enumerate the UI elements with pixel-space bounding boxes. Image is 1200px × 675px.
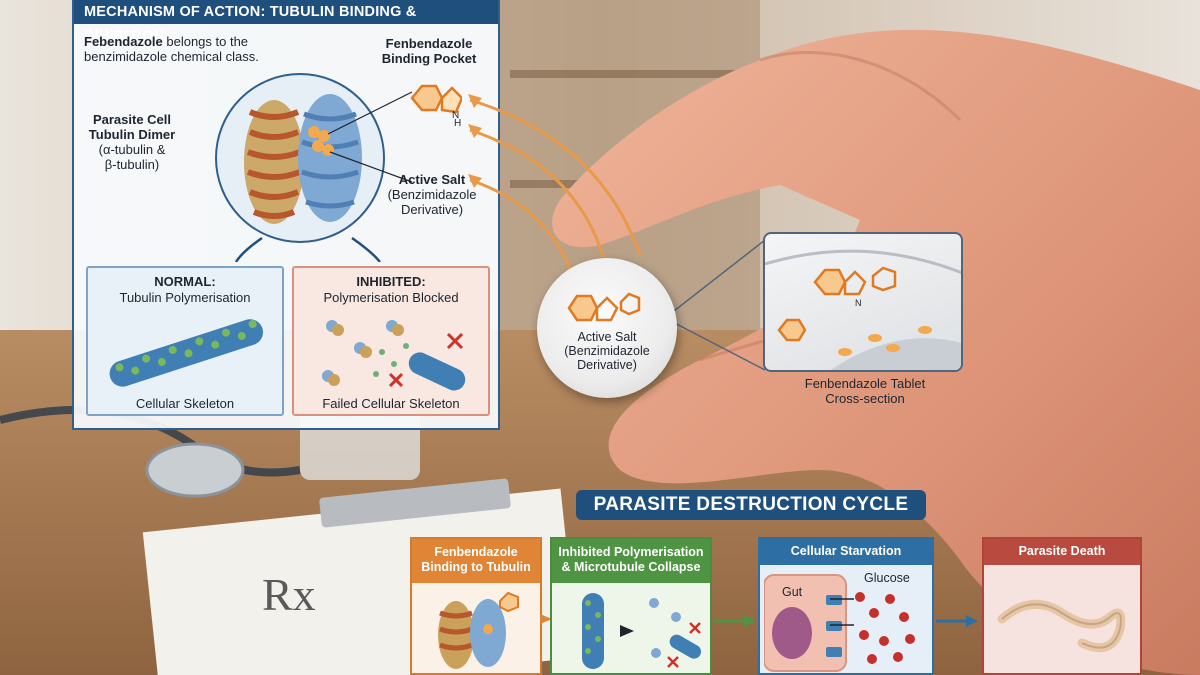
salt-label: Active Salt (Benzimidazole Derivative) [372,172,492,217]
salt-label-line: Active Salt [398,172,466,187]
stage-label-line: & Microtubule Collapse [561,560,701,574]
tablet-cross-section: N [763,232,963,372]
cross-icon [667,656,679,668]
cross-icon [689,622,701,634]
binding-pocket-drug [308,126,334,156]
inhibited-polymerisation-box: INHIBITED: Polymerisation Blocked Failed… [292,266,490,416]
binding-illustration [438,591,519,669]
arrow-right-icon [714,615,756,627]
salt-label-line: (Benzimidazole [387,187,477,202]
cross-section-label: Fenbendazole Tablet Cross-section [770,376,960,406]
dimer-label-line: Parasite Cell [92,112,172,127]
stage-label-line: Binding to Tubulin [421,560,531,574]
normal-subtitle: Tubulin Polymerisation [119,290,251,305]
microtubule-illustration [109,319,264,387]
tablet-label-line: Active Salt [577,330,637,344]
intro-drug-name: Febendazole [84,34,163,49]
svg-text:N: N [452,110,459,121]
stage-starvation-header: Cellular Starvation [760,539,932,565]
tubulin-dimer-illustration: H N [215,73,462,262]
stage-binding-header: Fenbendazole Binding to Tubulin [412,539,540,583]
intro-line-2: benzimidazole chemical class. [84,49,259,64]
pocket-label-line: Fenbendazole [385,36,473,51]
stage-starvation: Cellular Starvation Gut Glucose [758,537,934,675]
failed-microtubule-illustration [322,320,466,391]
stage-death-header: Parasite Death [984,539,1140,565]
starvation-illustration [764,574,915,672]
stage-collapse: Inhibited Polymerisation & Microtubule C… [550,537,712,675]
collapse-illustration [582,593,702,669]
cross-section-label-line: Cross-section [825,391,905,406]
svg-text:N: N [855,298,862,308]
arrow-right-icon [540,614,552,624]
cross-section-label-line: Fenbendazole Tablet [804,376,926,391]
arrow-right-icon [936,615,978,627]
stage-label-line: Inhibited Polymerisation [558,545,704,559]
svg-text:H: H [454,118,461,129]
mechanism-panel: MECHANISM OF ACTION: TUBULIN BINDING & I… [72,0,500,430]
dimer-label-line: β-tubulin) [104,157,160,172]
gut-label: Gut [782,585,803,599]
glucose-label: Glucose [864,571,910,585]
inhibited-title: INHIBITED: [356,274,426,289]
cross-icon [388,372,404,388]
pocket-label: Fenbendazole Binding Pocket [364,36,494,66]
cycle-title: PARASITE DESTRUCTION CYCLE [576,490,926,520]
alpha-tubulin [244,100,304,224]
stage-label-line: Fenbendazole [434,545,518,559]
normal-title: NORMAL: [154,274,216,289]
benzimidazole-molecule: H N [410,84,462,129]
inhibited-subtitle: Polymerisation Blocked [323,290,459,305]
fenbendazole-tablet: Active Salt (Benzimidazole Derivative) [537,258,677,398]
prescription-symbol: Rx [262,569,316,620]
normal-polymerisation-box: NORMAL: Tubulin Polymerisation Cellular … [86,266,284,416]
tablet-label: Active Salt (Benzimidazole Derivative) [537,330,677,372]
normal-caption: Cellular Skeleton [135,396,235,411]
intro-rest: belongs to the [162,34,249,49]
cross-section-illustration: N [765,249,961,370]
tablet-label-line: Derivative) [577,358,637,372]
intro-text: Febendazole belongs to the [84,34,248,49]
dimer-label: Parasite Cell Tubulin Dimer (α-tubulin &… [82,112,182,172]
stage-death: Parasite Death [982,537,1142,675]
stage-binding: Fenbendazole Binding to Tubulin [410,537,542,675]
inhibited-caption: Failed Cellular Skeleton [322,396,460,411]
dimer-label-line: (α-tubulin & [98,142,166,157]
dimer-label-line: Tubulin Dimer [88,127,176,142]
cross-icon [446,332,464,350]
dead-parasite-illustration [997,599,1126,653]
tablet-label-line: (Benzimidazole [564,344,650,358]
benzimidazole-molecule [567,292,641,322]
pocket-label-line: Binding Pocket [381,51,477,66]
mechanism-title: MECHANISM OF ACTION: TUBULIN BINDING & I… [74,0,498,44]
salt-label-line: Derivative) [400,202,464,217]
stage-collapse-header: Inhibited Polymerisation & Microtubule C… [552,539,710,583]
